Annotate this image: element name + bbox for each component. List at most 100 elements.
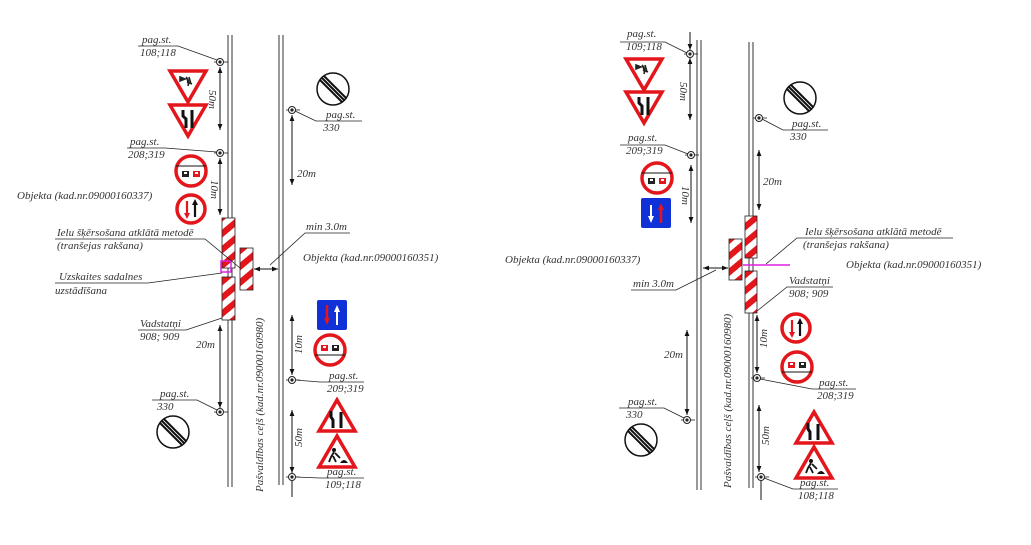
pole-330-left: pag.st. 330 bbox=[152, 388, 229, 416]
annotation-text: 908; 909 bbox=[789, 288, 829, 300]
road-works-sign-icon bbox=[794, 445, 834, 480]
road-label: Pašvaldības ceļš (kad.nr.09000160980) bbox=[254, 318, 266, 493]
annotation-text: 330 bbox=[789, 131, 807, 143]
annotation-text: pag.st. bbox=[328, 370, 358, 382]
priority-oncoming-sign-icon bbox=[780, 312, 812, 344]
dimension-20m-left: 20m bbox=[664, 330, 690, 415]
pole-108-118: pag.st. 108;118 bbox=[138, 34, 229, 66]
road-narrows-sign-icon bbox=[794, 410, 834, 445]
no-overtaking-sign-icon bbox=[174, 154, 208, 188]
annotation-text: (tranšejas rakšana) bbox=[803, 239, 889, 251]
annotation-text: 50m bbox=[760, 426, 772, 445]
end-no-overtaking-sign-icon bbox=[156, 415, 190, 449]
annotation-text: 10m bbox=[758, 329, 770, 348]
crossing-label: Ielu šķērsošana atklātā metodē bbox=[56, 227, 194, 239]
annotation-text: 330 bbox=[156, 401, 174, 413]
annotation-text: pag.st. bbox=[129, 136, 159, 148]
dimension-10m-top: 10m bbox=[679, 165, 694, 223]
min-distance-label: min 3.0m bbox=[306, 221, 347, 233]
annotation-text: 208;319 bbox=[817, 390, 854, 402]
pole-109-118: pag.st. 109;118 bbox=[620, 28, 699, 58]
annotation-text: 50m bbox=[206, 90, 218, 109]
annotation-text: 330 bbox=[322, 122, 340, 134]
annotation-text: 209;319 bbox=[327, 383, 364, 395]
annotation-text: pag.st. bbox=[325, 109, 355, 121]
dimension-20m-right: 20m bbox=[289, 115, 316, 185]
end-no-overtaking-sign-icon bbox=[624, 423, 658, 457]
pole-330-right: pag.st. 330 bbox=[752, 114, 828, 143]
dimension-20m-left: 20m bbox=[196, 325, 223, 408]
dimension-10m-bottom: 10m bbox=[754, 315, 770, 373]
priority-over-oncoming-sign-icon bbox=[315, 298, 349, 332]
meter-cabinet-label: Uzskaites sadalnes bbox=[59, 271, 142, 283]
road-narrows-sign-icon bbox=[317, 398, 357, 433]
annotation-text: pag.st. bbox=[326, 466, 356, 478]
meter-cabinet-marker bbox=[220, 260, 232, 273]
pole-209-319: pag.st. 209;319 bbox=[620, 132, 700, 159]
barriers-label: Vadstatņi bbox=[789, 275, 830, 287]
pole-109-118: pag.st. 109;118 bbox=[285, 466, 364, 491]
pole-208-319: pag.st. 208;319 bbox=[127, 136, 229, 161]
dimension-50m-bottom: 50m bbox=[289, 410, 305, 497]
annotation-text: 109;118 bbox=[626, 41, 662, 53]
priority-over-oncoming-sign-icon bbox=[639, 196, 673, 230]
annotation-text: pag.st. bbox=[791, 118, 821, 130]
object-label-left: Objekta (kad.nr.09000160337) bbox=[17, 190, 153, 202]
crossing-label: Ielu šķērsošana atklātā metodē bbox=[804, 226, 942, 238]
annotation-text: 50m bbox=[677, 82, 689, 101]
dimension-10m-top: 10m bbox=[208, 158, 223, 215]
pole-330-left: pag.st. 330 bbox=[619, 396, 696, 424]
annotation-text: 208;319 bbox=[128, 149, 165, 161]
annotation-text: pag.st. bbox=[799, 477, 829, 489]
right-scheme: Pašvaldības ceļš (kad.nr.09000160980) pa… bbox=[505, 28, 982, 502]
end-no-overtaking-sign-icon bbox=[316, 72, 350, 106]
annotation-text: pag.st. bbox=[141, 34, 171, 46]
annotation-text: pag.st. bbox=[818, 377, 848, 389]
object-label-right: Objekta (kad.nr.09000160351) bbox=[846, 259, 982, 271]
no-overtaking-sign-icon bbox=[313, 333, 347, 367]
barriers bbox=[728, 215, 790, 314]
annotation-text: 20m bbox=[297, 168, 316, 180]
warning-sign-icon bbox=[624, 57, 664, 92]
annotation-text: 10m bbox=[208, 180, 220, 199]
road-narrows-sign-icon bbox=[624, 90, 664, 125]
pole-marker-icon bbox=[683, 50, 699, 58]
annotation-text: 908; 909 bbox=[140, 331, 180, 343]
pole-330-right: pag.st. 330 bbox=[285, 106, 362, 134]
annotation-text: pag.st. bbox=[627, 396, 657, 408]
left-scheme: Pašvaldības ceļš (kad.nr.09000160980) pa… bbox=[17, 34, 439, 497]
priority-oncoming-sign-icon bbox=[175, 193, 207, 225]
dimension-50m-bottom: 50m bbox=[756, 405, 772, 500]
annotation-text: 330 bbox=[625, 409, 643, 421]
annotation-text: pag.st. bbox=[627, 132, 657, 144]
annotation-text: pag.st. bbox=[626, 28, 656, 40]
pole-208-319: pag.st. 208;319 bbox=[750, 374, 856, 402]
annotation-text: pag.st. bbox=[159, 388, 189, 400]
dimension-10m-bottom: 10m bbox=[289, 315, 305, 375]
annotation-text: 10m bbox=[293, 335, 305, 354]
road-works-sign-icon bbox=[317, 434, 357, 469]
annotation-text: 50m bbox=[293, 428, 305, 447]
road-narrows-sign-icon bbox=[168, 103, 208, 138]
pole-marker-icon bbox=[213, 149, 229, 157]
annotation-text: 209;319 bbox=[626, 145, 663, 157]
object-label-right: Objekta (kad.nr.09000160351) bbox=[303, 252, 439, 264]
annotation-text: 10m bbox=[679, 186, 691, 205]
annotation-text: 20m bbox=[664, 349, 683, 361]
dimension-50m-top: 50m bbox=[206, 67, 223, 130]
annotation-text: (tranšejas rakšana) bbox=[57, 240, 143, 252]
pole-108-118: pag.st. 108;118 bbox=[754, 473, 838, 502]
annotation-text: 108;118 bbox=[798, 490, 834, 502]
warning-sign-icon bbox=[168, 69, 208, 104]
end-no-overtaking-sign-icon bbox=[783, 81, 817, 115]
dimension-20m-right: 20m bbox=[756, 150, 782, 210]
annotation-text: 20m bbox=[196, 339, 215, 351]
road-label: Pašvaldības ceļš (kad.nr.09000160980) bbox=[722, 314, 734, 489]
dimension-50m-top: 50m bbox=[677, 32, 693, 120]
barriers bbox=[220, 217, 254, 321]
min-distance-label: min 3.0m bbox=[633, 278, 674, 290]
annotation-text: 108;118 bbox=[140, 47, 176, 59]
annotation-text: 109;118 bbox=[325, 479, 361, 491]
pole-209-319: pag.st. 209;319 bbox=[285, 370, 364, 395]
